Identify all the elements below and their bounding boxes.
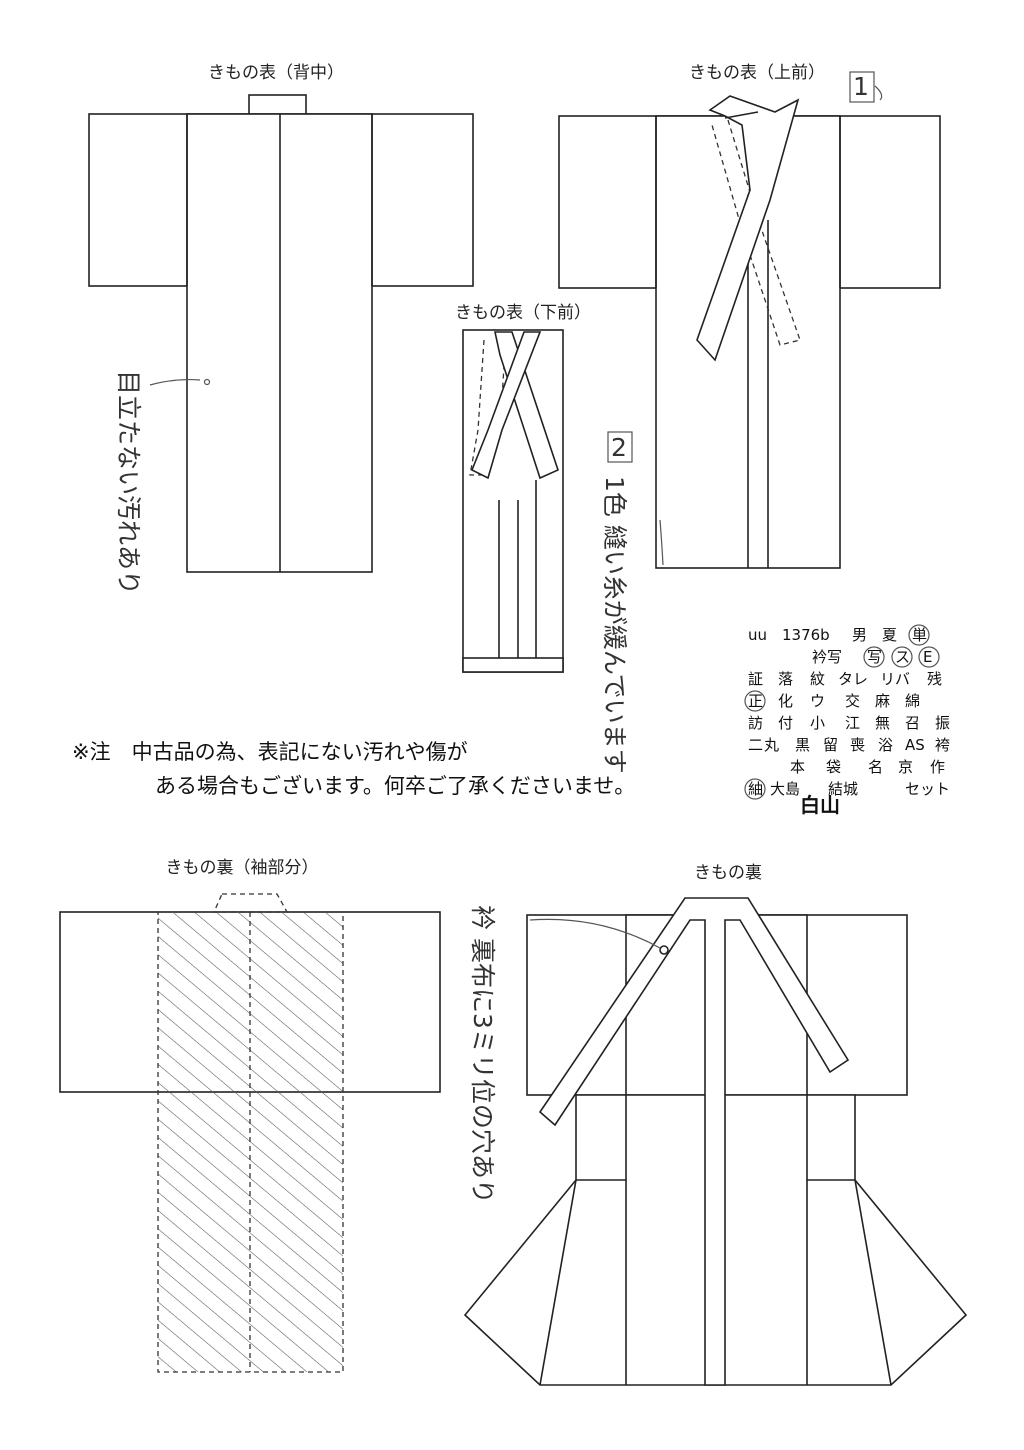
code-row-6-col-4: 留: [823, 736, 838, 754]
lining-title: きもの裏: [694, 862, 762, 883]
lining-collar-hatched: [212, 893, 289, 913]
code-row-6-col-3: 黒: [795, 736, 810, 754]
code-row-3-col-5: リバ: [880, 670, 910, 688]
lower-hem-band: [462, 657, 564, 673]
code-row-1-col-3: 男: [852, 626, 867, 644]
code-row-1-col-4: 夏: [882, 626, 897, 644]
hole-marker: [659, 945, 669, 955]
code-row-4-col-4: 交: [845, 692, 860, 710]
lining-sleeve-title: きもの裏（袖部分）: [166, 857, 319, 878]
back-title: きもの表（背中）: [208, 63, 344, 83]
code-row-1-col-2: 1376b: [782, 626, 830, 644]
code-row-7-col-3: 名: [868, 758, 883, 776]
overlapping-collar: [696, 95, 800, 362]
marker-2: 2: [611, 433, 627, 462]
code-row-4-col-5: 麻: [875, 692, 890, 710]
disclaimer: ※注 中古品の為、表記にない汚れや傷が ある場合もございます。何卒ご了承ください…: [72, 740, 635, 798]
stain-leader-line: [149, 378, 201, 386]
code-row-7-col-4: 京: [898, 758, 913, 776]
code-row-5-col-2: 付: [778, 714, 793, 732]
code-row-4-col-1: 正: [748, 692, 763, 710]
code-row-5-col-5: 無: [875, 714, 890, 732]
code-row-3-col-1: 証: [748, 670, 763, 688]
code-row-5-col-7: 振: [935, 714, 950, 732]
kimono-front-lower-diagram: きもの表（下前）: [455, 303, 591, 673]
marker-2-box: [607, 431, 633, 463]
code-row-3-col-3: 紋: [810, 670, 825, 688]
code-row-5-col-6: 召: [905, 714, 920, 732]
kimono-back-diagram: きもの表（背中） 目立たない汚れあり: [88, 63, 474, 595]
disclaimer-line-2: ある場合もございます。何卒ご了承くださいませ。: [155, 774, 635, 798]
seam-note: 1色 縫い糸が緩んでいます: [600, 476, 629, 774]
code-row-7-col-1: 本: [790, 758, 805, 776]
code-row-4-col-2: 化: [778, 692, 793, 710]
stain-note: 目立たない汚れあり: [114, 370, 143, 595]
code-row-5-col-3: 小: [810, 714, 825, 732]
code-row-8-col-1: 紬: [748, 780, 763, 798]
code-row-4-col-3: ウ: [810, 692, 825, 710]
code-row-6-col-6: 浴: [878, 736, 893, 754]
code-row-7-col-2: 袋: [826, 758, 841, 776]
code-row-1-col-5: 単: [912, 626, 927, 644]
code-row-8-col-3: 結城: [828, 780, 858, 798]
code-row-6-col-2: 丸: [764, 736, 779, 754]
code-row-8-col-2: 大島: [770, 780, 800, 798]
kimono-lining-diagram: きもの裏 衿 裏布に3ミリ位の穴あり: [463, 862, 968, 1386]
code-row-5-col-1: 訪: [748, 714, 763, 732]
code-row-3-col-2: 落: [778, 670, 793, 688]
code-row-3-col-4: タレ: [838, 670, 868, 688]
code-row-6-col-7: AS: [905, 736, 925, 754]
code-row-7-col-5: 作: [930, 758, 945, 776]
code-row-6-col-8: 袴: [935, 736, 950, 754]
code-row-2-col-3: ス: [895, 648, 910, 666]
code-row-2-col-2: 写: [867, 648, 882, 666]
lining-note: 衿 裏布に3ミリ位の穴あり: [468, 905, 497, 1204]
code-row-3-col-6: 残: [927, 670, 942, 688]
code-row-2-col-4: E: [923, 648, 932, 666]
code-row-4-col-6: 綿: [905, 692, 920, 710]
code-row-6-col-1: 二: [748, 736, 763, 754]
kimono-front-upper-diagram: きもの表（上前） 1: [558, 63, 941, 569]
code-table: uu 1376b 男 夏 単 衿写 写 ス E 証 落 紋 タレ リバ 残 正 …: [744, 624, 950, 817]
marker-1-box: [849, 71, 875, 103]
hole-leader-line: [529, 918, 661, 949]
lining-sleeve-diagram: きもの裏（袖部分）: [59, 857, 441, 1373]
code-row-6-col-5: 喪: [850, 736, 865, 754]
code-row-5-col-4: 江: [845, 714, 860, 732]
lower-collar-cross: [470, 331, 542, 480]
seam-note-block: 2 1色 縫い糸が緩んでいます: [600, 431, 633, 774]
code-row-1-col-1: uu: [748, 626, 767, 644]
maker-stamp: 白山: [800, 793, 840, 817]
marker-1: 1: [853, 72, 869, 101]
code-row-8-col-4: セット: [905, 780, 950, 798]
disclaimer-line-1: ※注 中古品の為、表記にない汚れや傷が: [72, 740, 468, 764]
lining-collar-band: [538, 897, 850, 1386]
lower-hidden-collar: [469, 339, 506, 476]
stain-marker: [203, 378, 211, 386]
collar-tab: [248, 94, 307, 116]
seam-leader-line: [659, 519, 664, 566]
front-lower-title: きもの表（下前）: [455, 303, 591, 323]
code-row-2-col-1: 衿写: [812, 648, 842, 666]
front-upper-title: きもの表（上前）: [689, 63, 825, 83]
